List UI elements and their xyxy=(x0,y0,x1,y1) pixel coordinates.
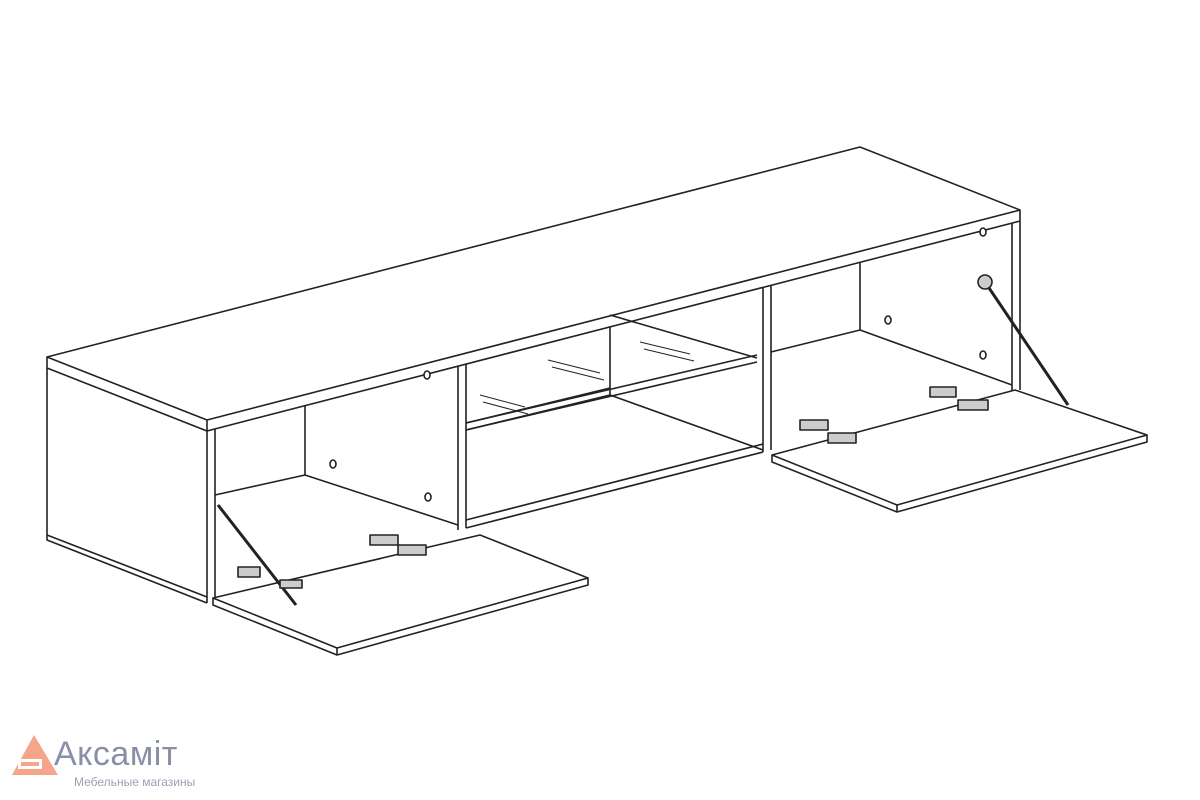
logo-name: Аксамiт xyxy=(54,735,178,773)
logo-tagline: Мебельные магазины xyxy=(74,775,196,789)
brand-logo: Аксамiт Мебельные магазины xyxy=(12,735,202,790)
logo-mark-icon xyxy=(12,735,58,775)
cabinet-dividers xyxy=(457,285,772,530)
cabinet-interior xyxy=(214,227,1013,529)
cabinet-top xyxy=(46,146,1021,432)
right-door-open xyxy=(771,274,1148,513)
cabinet-left-side xyxy=(46,368,216,604)
left-door-open xyxy=(212,504,589,656)
cabinet-right-side xyxy=(1011,221,1021,392)
